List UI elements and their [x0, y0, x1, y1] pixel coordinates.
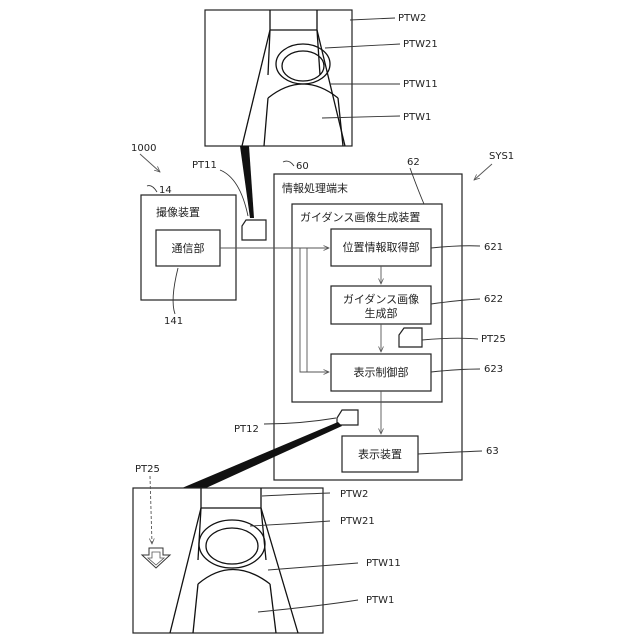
guidance-label: ガイダンス画像生成装置 — [300, 210, 420, 224]
bottom-ptw11-label: PTW11 — [366, 558, 401, 569]
terminal-id-label: 60 — [296, 161, 309, 172]
information-terminal: 情報処理端末 60 ガイダンス画像生成装置 62 位置情報取得部 ガイダンス画像… — [274, 157, 462, 480]
position-id-label: 621 — [484, 242, 503, 253]
generator-id-label: 622 — [484, 294, 503, 305]
bottom-ptw1-label: PTW1 — [366, 595, 394, 606]
sys-pointer — [474, 164, 492, 180]
guidance-id-label: 62 — [407, 157, 420, 168]
bottom-captured-image: PTW2 PTW21 PTW11 PTW1 — [133, 488, 401, 633]
pt11-callout-wedge — [240, 146, 254, 218]
top-ptw1-label: PTW1 — [403, 112, 431, 123]
pt25-bottom-label: PT25 — [135, 464, 160, 475]
system-id-label: 1000 — [131, 143, 156, 154]
camera-label: 撮像装置 — [156, 205, 200, 219]
top-ptw11-label: PTW11 — [403, 79, 438, 90]
pt11-label: PT11 — [192, 160, 217, 171]
display-label: 表示装置 — [358, 447, 402, 461]
top-ptw21-label: PTW21 — [403, 39, 438, 50]
generator-label-1: ガイダンス画像 — [343, 292, 419, 306]
camera-id-label: 14 — [159, 185, 172, 196]
camera-device: 撮像装置 通信部 — [141, 195, 236, 300]
terminal-label: 情報処理端末 — [282, 181, 348, 195]
position-label: 位置情報取得部 — [343, 240, 420, 254]
top-ptw2-label: PTW2 — [398, 13, 426, 24]
pt25-mid-label: PT25 — [481, 334, 506, 345]
pt25-image-icon — [399, 328, 422, 347]
bottom-ptw2-label: PTW2 — [340, 489, 368, 500]
bottom-ptw21-label: PTW21 — [340, 516, 375, 527]
comm-label: 通信部 — [172, 241, 205, 255]
sys-label: SYS1 — [489, 151, 514, 162]
controller-id-label: 623 — [484, 364, 503, 375]
generator-label-2: 生成部 — [365, 306, 398, 320]
pt11-image-icon — [242, 220, 266, 240]
display-id-label: 63 — [486, 446, 499, 457]
controller-label: 表示制御部 — [354, 365, 409, 379]
pt12-label: PT12 — [234, 424, 259, 435]
comm-id-label: 141 — [164, 316, 183, 327]
top-captured-image: PTW2 PTW21 PTW11 PTW1 — [205, 10, 438, 146]
pt12-image-icon — [337, 410, 358, 425]
system-pointer — [140, 154, 160, 172]
